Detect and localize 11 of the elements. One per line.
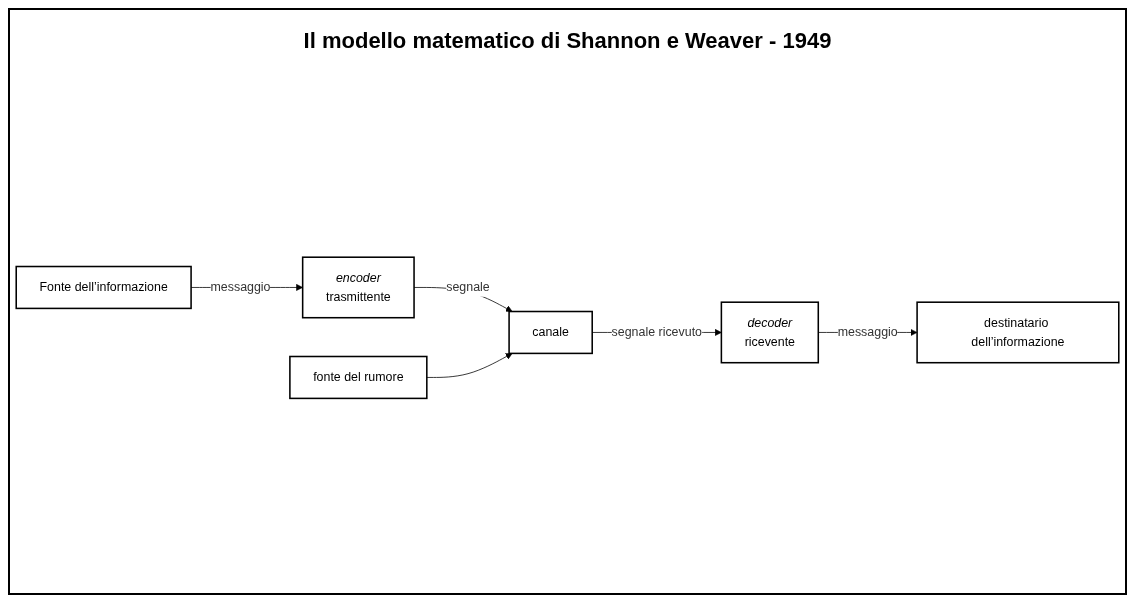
node-box: canale — [508, 310, 593, 354]
node-box: decoder ricevente — [720, 301, 820, 364]
edge-label: messaggio — [837, 325, 898, 339]
edge-label: segnale — [446, 280, 490, 294]
edge-label: messaggio — [210, 280, 271, 294]
node-box: Fonte dell’informazione — [15, 265, 192, 309]
node-box: fonte del rumore — [289, 355, 428, 399]
node-box: destinatario dell’informazione — [916, 301, 1120, 364]
diagram-title: Il modello matematico di Shannon e Weaver - 1949 — [303, 28, 832, 54]
node-box: encoder trasmittente — [301, 256, 415, 319]
edge-label: segnale ricevuto — [611, 325, 702, 339]
